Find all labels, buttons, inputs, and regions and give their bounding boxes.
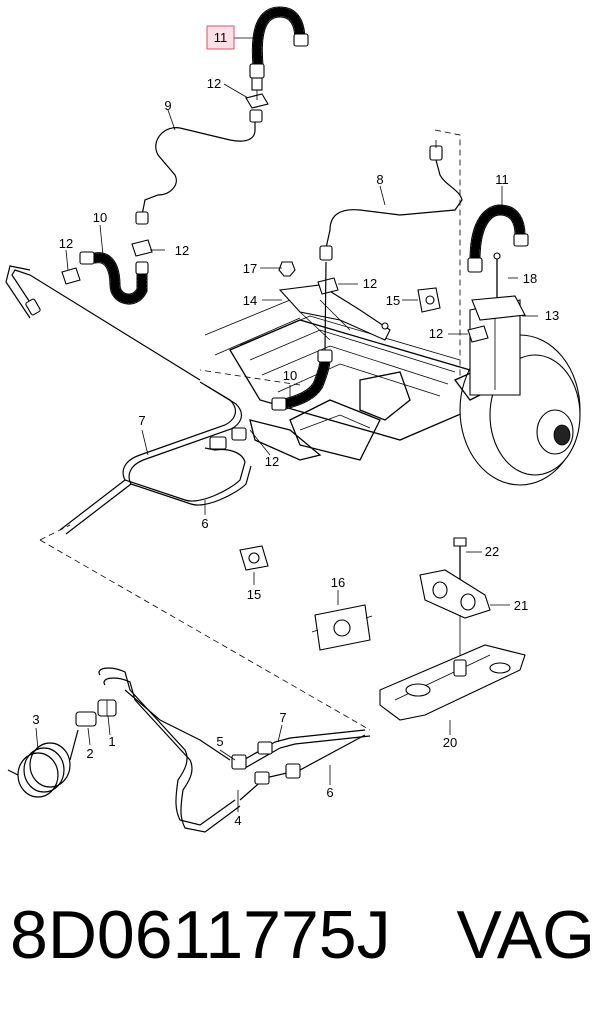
exploded-parts-diagram: 11 12 9 8 11 10 12 12 17 12 18 14 15 13 …: [5, 6, 581, 833]
callout-label: 13: [545, 308, 559, 323]
callout-label: 3: [32, 712, 39, 727]
bolt-18: [493, 252, 501, 300]
callout-label: 22: [485, 544, 499, 559]
callout-label: 11: [495, 172, 509, 187]
clip-right: [467, 325, 489, 343]
callout-label: 18: [523, 271, 537, 286]
callout-label: 17: [243, 261, 257, 276]
brake-pipe-9: [135, 109, 263, 225]
nut-17: [278, 261, 296, 277]
brake-hose-left: [79, 251, 149, 305]
brake-pipe-left-loop: [5, 265, 252, 535]
callout-labels: 11 12 9 8 11 10 12 12 17 12 18 14 15 13 …: [32, 25, 559, 828]
callout-label: 16: [331, 575, 345, 590]
highlighted-callout-box: [206, 25, 235, 50]
brake-pipe-8: [319, 140, 463, 261]
callout-label: 12: [59, 236, 73, 251]
callout-label: 7: [279, 710, 286, 725]
callout-label: 7: [138, 413, 145, 428]
brake-hose-top: [249, 6, 309, 91]
clip-mid-right: [317, 277, 339, 295]
bracket-13: [471, 295, 526, 321]
leader-lines: [35, 37, 538, 812]
coil-pipe-3: [7, 729, 79, 798]
clip-15-lower: [239, 545, 269, 571]
wheel-hub: [453, 299, 581, 486]
callout-label: 6: [326, 785, 333, 800]
callout-label: 21: [514, 598, 528, 613]
callout-label: 14: [243, 293, 257, 308]
callout-label: 2: [86, 746, 93, 761]
callout-label: 12: [207, 76, 221, 91]
callout-label: 15: [247, 587, 261, 602]
clip-left-a: [61, 267, 81, 285]
part-caption: 8D0611775J VAG: [10, 885, 595, 985]
callout-label: 10: [93, 210, 107, 225]
fitting-1: [97, 699, 117, 717]
mount-21: [419, 569, 491, 665]
fitting-2: [75, 711, 97, 727]
part-number: 8D0611775J: [10, 897, 391, 973]
callout-label: 15: [386, 293, 400, 308]
callout-label: 6: [201, 516, 208, 531]
bolt-22: [453, 537, 467, 580]
callout-label: 4: [234, 813, 241, 828]
callout-label: 12: [265, 454, 279, 469]
callout-label: 12: [429, 326, 443, 341]
brake-pipes-bottom: [98, 667, 371, 833]
brake-hose-mid: [271, 261, 333, 411]
guide-lines: [39, 129, 461, 731]
plate-20: [379, 644, 526, 721]
brake-hose-right: [467, 204, 529, 273]
callout-label: 1: [108, 734, 115, 749]
callout-label: 12: [175, 243, 189, 258]
callout-label: 20: [443, 735, 457, 750]
callout-label: 10: [283, 368, 297, 383]
clip-15-mid: [417, 287, 441, 313]
callout-label: 5: [216, 734, 223, 749]
callout-label: 12: [363, 276, 377, 291]
clip-16: [311, 604, 373, 651]
clip-left-b: [131, 239, 153, 257]
brand-name: VAG: [456, 897, 595, 973]
clip-top: [245, 90, 269, 109]
callout-label: 11: [214, 30, 228, 45]
callout-label: 8: [376, 172, 383, 187]
bracket-14: [278, 284, 391, 341]
callout-label: 9: [164, 98, 171, 113]
